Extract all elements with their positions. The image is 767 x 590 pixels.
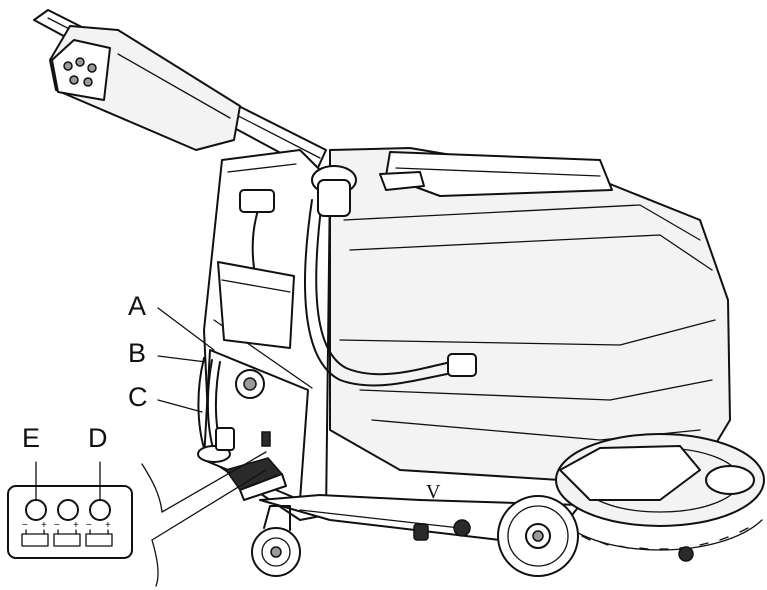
connector-e: [25, 499, 47, 521]
battery-terminal-minus: −: [54, 520, 60, 531]
callout-a: A: [128, 291, 147, 321]
callout-e: E: [22, 423, 41, 453]
svg-text:V: V: [426, 481, 441, 503]
battery-connector-detail: − + − + − +: [7, 461, 133, 559]
connector-d: [89, 499, 111, 521]
callout-leader-lines: [157, 307, 215, 413]
leader-c: [157, 399, 203, 413]
battery-terminal-minus: −: [22, 520, 28, 531]
side-connector-panel: [203, 349, 309, 501]
storage-pocket: [217, 261, 295, 349]
rear-wheel: [497, 495, 579, 577]
callout-c: C: [128, 382, 148, 412]
cable-coil: [197, 357, 235, 463]
battery-terminal-plus: +: [41, 520, 47, 531]
connector-middle: [57, 499, 79, 521]
callout-b: B: [128, 338, 147, 368]
brush-deck: [555, 433, 765, 551]
drain-hose: [304, 199, 477, 387]
battery-terminal-minus: −: [86, 520, 92, 531]
battery-terminal-plus: +: [73, 520, 79, 531]
leader-b: [157, 355, 207, 363]
detail-zoom-lines: [141, 451, 267, 587]
leader-a: [157, 307, 215, 351]
callout-d: D: [88, 423, 108, 453]
recovery-tank: [329, 147, 731, 481]
caster-wheel: [251, 505, 301, 577]
tank-lid: [379, 151, 613, 197]
battery-terminal-plus: +: [105, 520, 111, 531]
control-panel: [49, 25, 241, 151]
adjustment-knobs: [413, 519, 694, 562]
hose-nozzle: [311, 165, 357, 217]
foot-pedal: [224, 457, 287, 501]
